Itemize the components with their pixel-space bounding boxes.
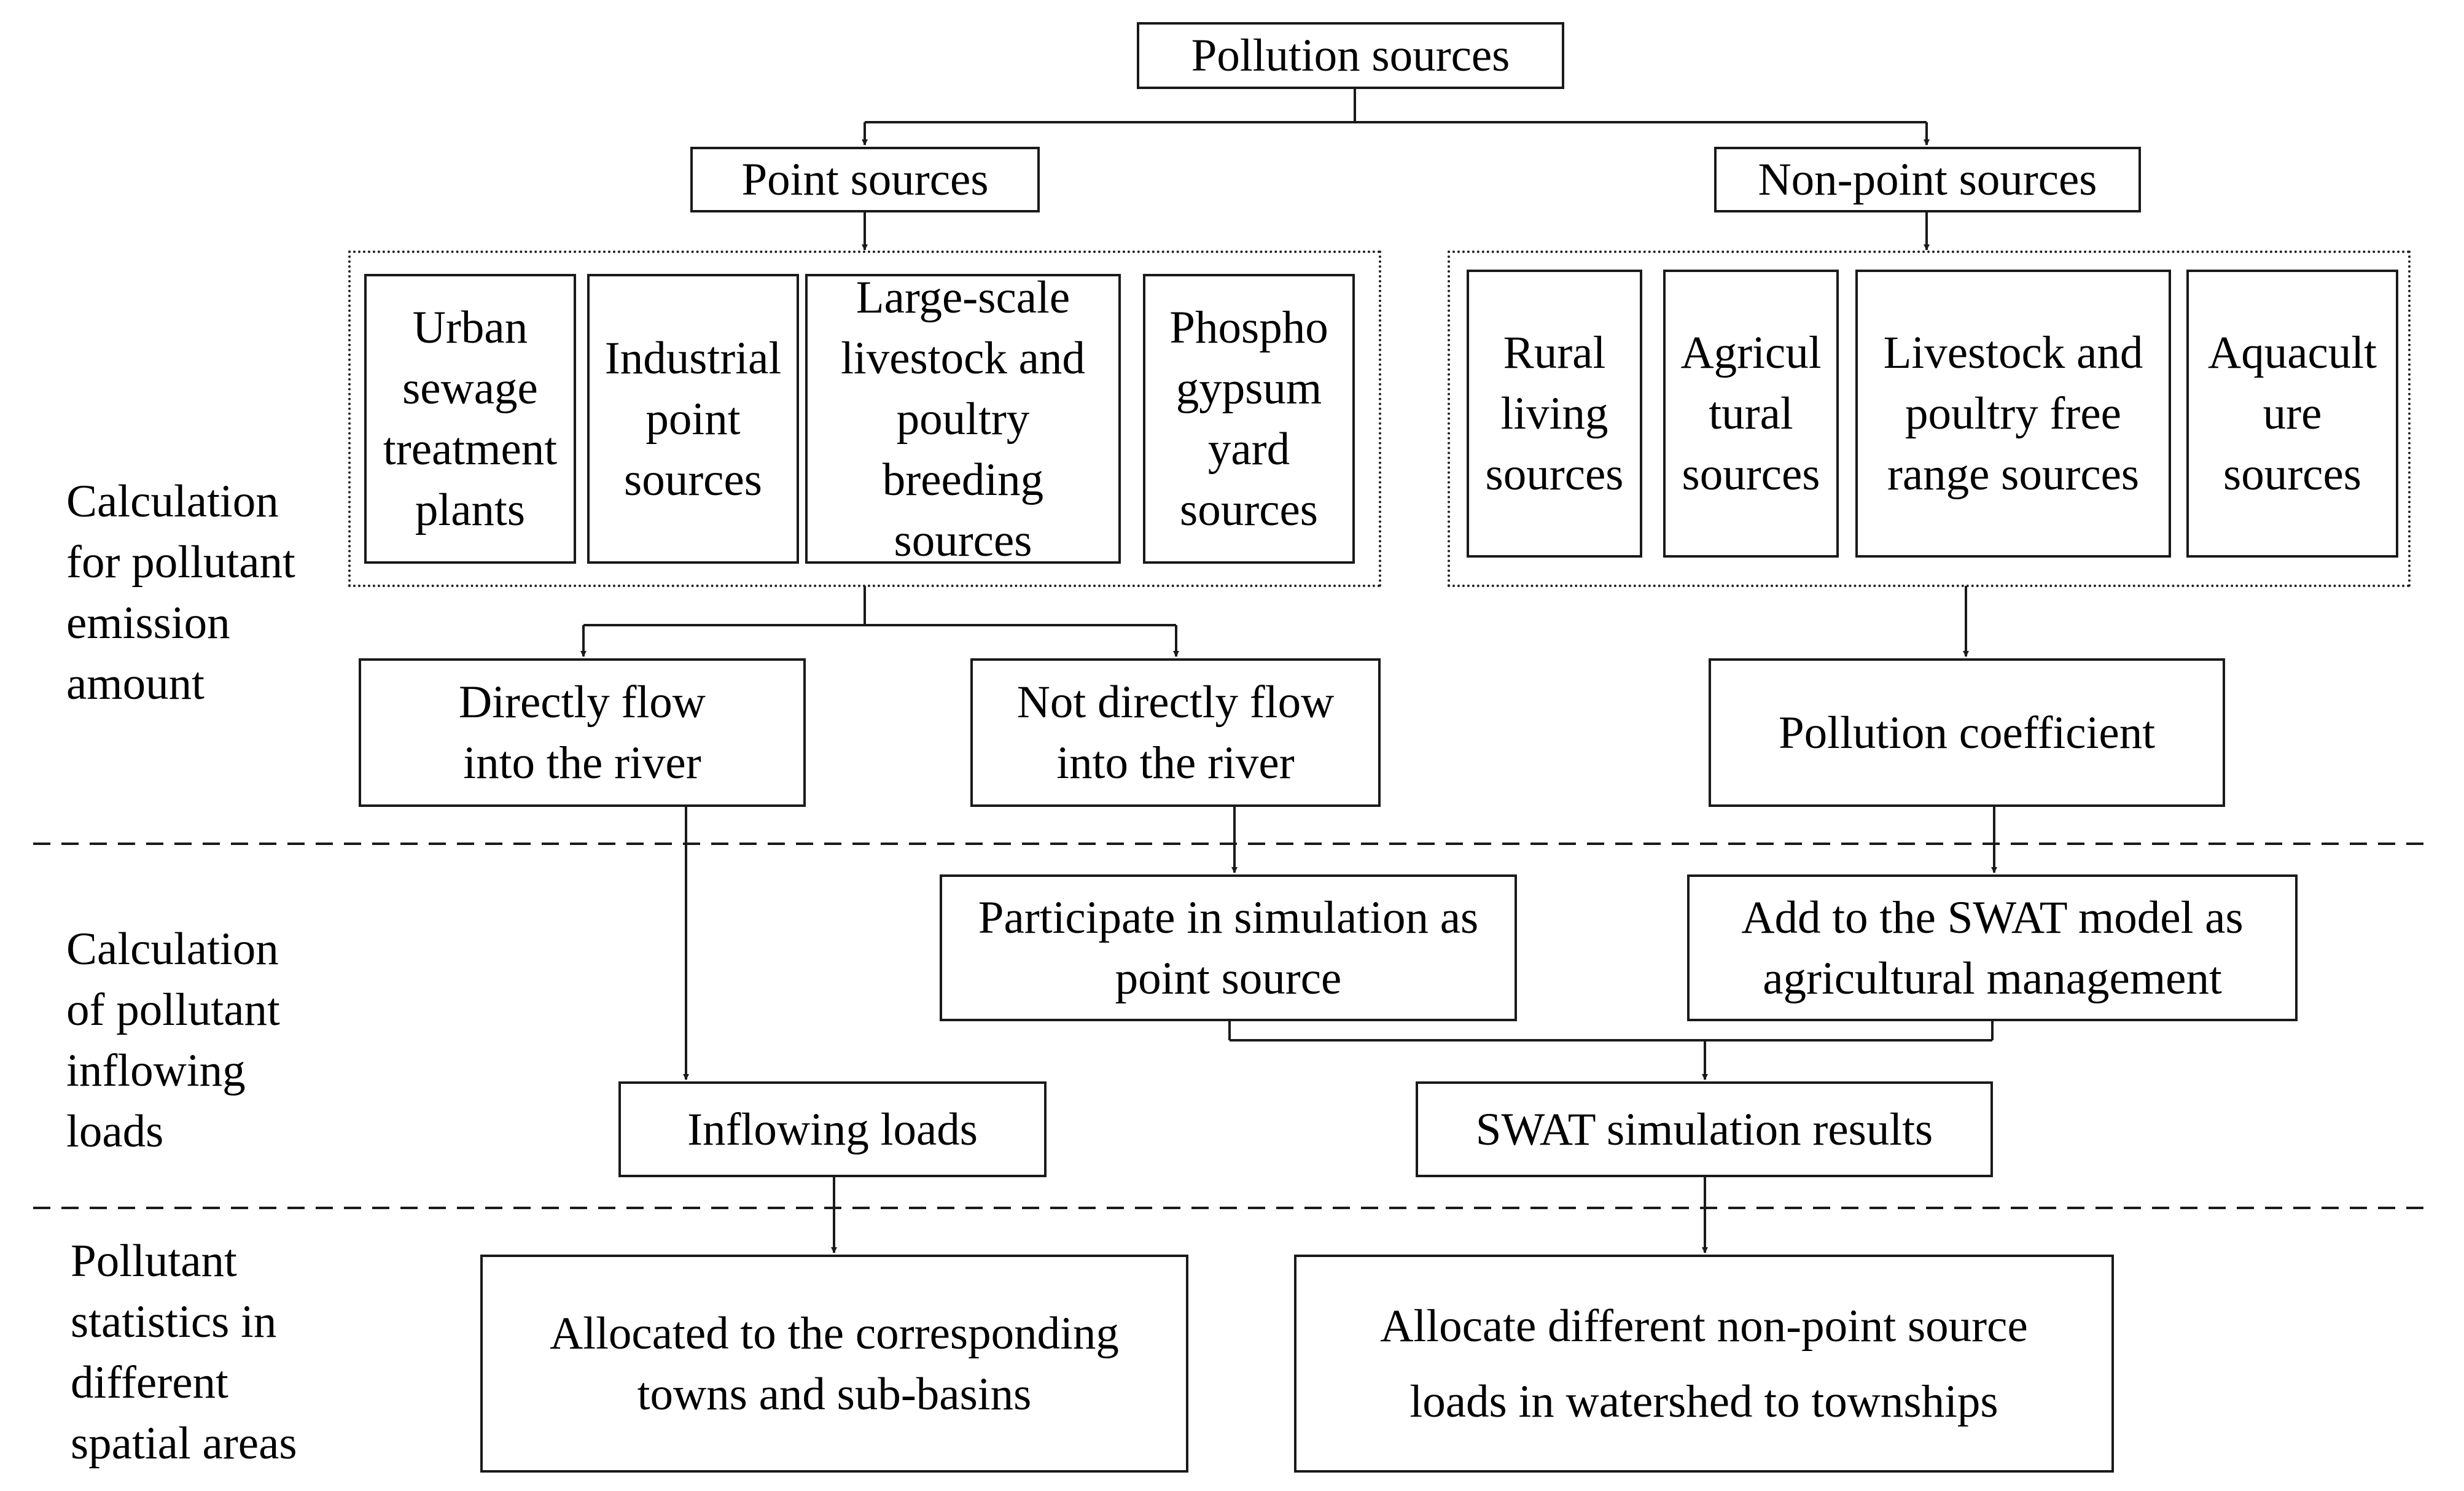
livestock-free-range-label: Livestock and poultry free range sources xyxy=(1883,327,2143,500)
agricultural-label: Agricul tural sources xyxy=(1680,327,1822,500)
pollution-coefficient-label: Pollution coefficient xyxy=(1778,707,2156,758)
direct-flow-box: Directly flow into the river xyxy=(359,658,806,807)
swat-results-label: SWAT simulation results xyxy=(1475,1104,1933,1155)
livestock-free-range-box: Livestock and poultry free range sources xyxy=(1855,270,2171,558)
allocate-townships-label: Allocate different non-point source load… xyxy=(1380,1300,2028,1427)
large-scale-livestock-label: Large-scale livestock and poultry breedi… xyxy=(841,271,1085,566)
indirect-flow-label: Not directly flow into the river xyxy=(1016,677,1335,788)
allocate-towns-label: Allocated to the corresponding towns and… xyxy=(550,1307,1119,1420)
indirect-flow-box: Not directly flow into the river xyxy=(970,658,1381,807)
participate-simulation-box: Participate in simulation as point sourc… xyxy=(940,874,1517,1021)
allocate-townships-box: Allocate different non-point source load… xyxy=(1294,1255,2114,1473)
inflowing-loads-box: Inflowing loads xyxy=(618,1081,1047,1177)
point-sources-box: Point sources xyxy=(690,147,1040,212)
urban-sewage-label: Urban sewage treatment plants xyxy=(383,302,558,535)
pollution-sources-label: Pollution sources xyxy=(1191,30,1510,81)
industrial-point-label: Industrial point sources xyxy=(604,332,782,505)
point-sources-label: Point sources xyxy=(741,154,989,205)
stage-label-emission: Calculation for pollutant emission amoun… xyxy=(66,476,295,709)
participate-simulation-label: Participate in simulation as point sourc… xyxy=(978,892,1479,1004)
agricultural-box: Agricul tural sources xyxy=(1663,270,1839,558)
swat-results-box: SWAT simulation results xyxy=(1416,1081,1993,1177)
swat-add-label: Add to the SWAT model as agricultural ma… xyxy=(1741,892,2244,1004)
inflowing-loads-label: Inflowing loads xyxy=(687,1104,978,1155)
industrial-point-box: Industrial point sources xyxy=(587,274,799,564)
stage-label-statistics: Pollutant statistics in different spatia… xyxy=(71,1236,297,1469)
stage-label-inflowing: Calculation of pollutant inflowing loads xyxy=(66,924,280,1157)
phosphogypsum-box: Phospho gypsum yard sources xyxy=(1143,274,1355,564)
nonpoint-sources-group xyxy=(1448,251,2411,587)
phosphogypsum-label: Phospho gypsum yard sources xyxy=(1169,302,1328,535)
rural-living-box: Rural living sources xyxy=(1467,270,1642,558)
pollution-sources-box: Pollution sources xyxy=(1137,22,1564,89)
nonpoint-sources-box: Non-point sources xyxy=(1714,147,2141,212)
allocate-towns-box: Allocated to the corresponding towns and… xyxy=(480,1255,1188,1473)
swat-add-box: Add to the SWAT model as agricultural ma… xyxy=(1687,874,2298,1021)
nonpoint-sources-label: Non-point sources xyxy=(1758,154,2097,205)
rural-living-label: Rural living sources xyxy=(1485,327,1624,500)
pollution-coefficient-box: Pollution coefficient xyxy=(1709,658,2225,807)
direct-flow-label: Directly flow into the river xyxy=(459,677,706,788)
aquaculture-label: Aquacult ure sources xyxy=(2208,327,2377,500)
large-scale-livestock-box: Large-scale livestock and poultry breedi… xyxy=(805,272,1121,566)
aquaculture-box: Aquacult ure sources xyxy=(2186,270,2398,558)
urban-sewage-box: Urban sewage treatment plants xyxy=(364,274,576,564)
point-sources-group xyxy=(348,251,1381,587)
